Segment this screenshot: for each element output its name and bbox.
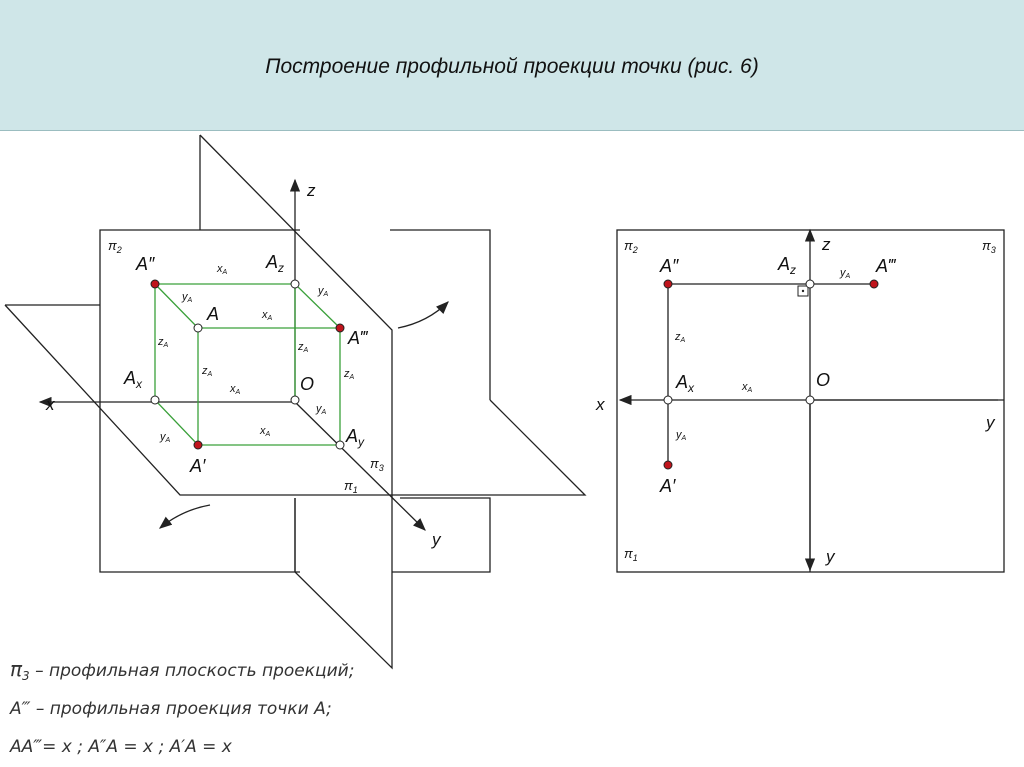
label-epure-z: z (821, 235, 831, 254)
dim-yA-top-right: yA (317, 285, 329, 298)
label-epure-Az: Az (777, 254, 796, 277)
left-figure (4, 134, 587, 670)
label-epure-A2: A″ (659, 256, 679, 276)
point-A2-epure (663, 279, 673, 289)
label-epure-A3: A‴ (875, 256, 897, 276)
point-Ax-epure (663, 395, 673, 405)
point-Az-epure (805, 279, 815, 289)
caption-line-1: π3 – профильная плоскость проекций; (10, 657, 354, 683)
label-plane-p1: π1 (344, 478, 358, 495)
label-A1: A′ (189, 456, 206, 476)
points-left (150, 279, 345, 450)
label-epure-y-h: y (985, 413, 996, 432)
point-A1-epure (663, 460, 673, 470)
caption-line-3: AA‴= x ; A″A = x ; A′A = x (9, 737, 233, 757)
dim-xA-axis: xA (229, 383, 241, 396)
rotation-arrow-lower (158, 504, 211, 529)
point-Ax (150, 395, 160, 405)
caption-block: π3 – профильная плоскость проекций; A‴ –… (9, 657, 354, 757)
dim-xA-bottom: xA (259, 425, 271, 438)
plane-horizontal (4, 304, 400, 496)
dim-zA-center: zA (297, 341, 309, 354)
axis-y-left (294, 401, 426, 531)
label-epure-p1: π1 (624, 546, 638, 563)
label-axis-y: y (431, 530, 442, 549)
label-epure-y-v: y (825, 547, 836, 566)
dim-zA-right: zA (343, 368, 355, 381)
label-plane-p3: π3 (370, 456, 384, 473)
construction-lines (154, 283, 342, 446)
caption-line-2: A‴ – профильная проекция точки A; (9, 699, 332, 719)
dim-zA-left: zA (157, 336, 169, 349)
label-epure-x: x (595, 395, 605, 414)
label-Az: Az (265, 252, 284, 275)
label-plane-p2: π2 (108, 238, 122, 255)
label-A2: A″ (135, 254, 155, 274)
point-A1 (193, 440, 203, 450)
point-A3-epure (869, 279, 879, 289)
dim-epure-yA-bottom: yA (675, 429, 687, 442)
dim-xA-top: xA (216, 263, 228, 276)
label-axis-z: z (306, 181, 316, 200)
point-Ay (335, 440, 345, 450)
plane-profile (199, 134, 393, 670)
point-Az (290, 279, 300, 289)
label-epure-O: O (816, 370, 830, 390)
dim-zA-inner: zA (201, 365, 213, 378)
dim-yA-top-left: yA (181, 291, 193, 304)
label-axis-x: x (45, 395, 55, 414)
dim-yA-axis: yA (315, 403, 327, 416)
point-A2 (150, 279, 160, 289)
label-O: O (300, 374, 314, 394)
point-O-epure (805, 395, 815, 405)
plane-frontal (390, 229, 491, 400)
slide-header: Построение профильной проекции точки (ри… (0, 0, 1024, 131)
label-epure-A1: A′ (659, 476, 676, 496)
label-A3: A‴ (347, 328, 369, 348)
label-A: A (206, 304, 219, 324)
label-Ay: Ay (345, 426, 365, 449)
points-right (663, 279, 879, 470)
labels-right: z x y y O π2 π3 π1 A″ Az A‴ Ax A′ yA zA … (595, 235, 996, 566)
label-epure-p3: π3 (982, 238, 996, 255)
point-A3 (335, 323, 345, 333)
point-O (290, 395, 300, 405)
dim-epure-xA: xA (741, 381, 753, 394)
plane-frontal-lower (99, 400, 300, 573)
label-Ax: Ax (123, 368, 143, 391)
rotation-arrow-upper (397, 301, 449, 329)
dim-yA-bottom: yA (159, 431, 171, 444)
dim-epure-yA-top: yA (839, 267, 851, 280)
dim-epure-zA: zA (674, 331, 686, 344)
slide-title: Построение профильной проекции точки (ри… (265, 55, 759, 78)
labels-left: z x y π2 π3 π1 A″ Az A A‴ Ax O Ay A′ xA … (45, 181, 442, 549)
dim-xA-mid: xA (261, 309, 273, 322)
point-A (193, 323, 203, 333)
label-epure-Ax: Ax (675, 372, 695, 395)
label-epure-p2: π2 (624, 238, 638, 255)
